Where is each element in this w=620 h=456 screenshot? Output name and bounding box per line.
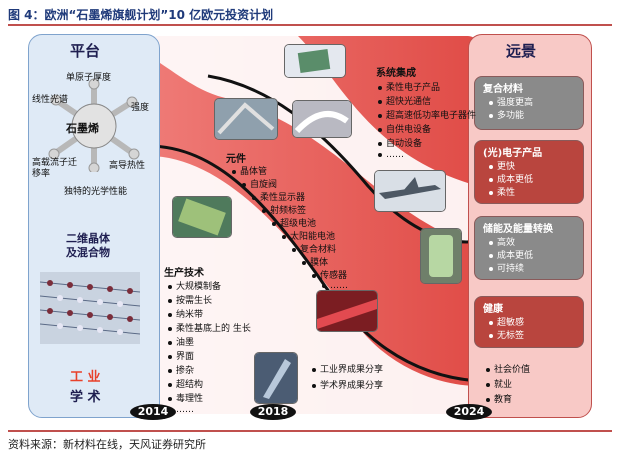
property-linear-spectrum: 线性光谱	[32, 95, 69, 105]
industry-label: 工 业	[70, 370, 101, 385]
system-integration-item: 超快光通信	[378, 94, 431, 107]
vision-box-composites: 复合材料 强度更高 多功能	[474, 76, 584, 130]
component-item: 膜体	[302, 255, 328, 268]
vision-item: 无标签	[475, 330, 583, 343]
year-2024: 2024	[446, 404, 492, 420]
property-mobility: 高载流子迁移率	[32, 158, 78, 179]
production-item: 大规模制备	[168, 279, 221, 292]
production-item: 纳米带	[168, 307, 203, 320]
component-item: 复合材料	[292, 242, 336, 255]
property-thermal: 高导热性	[109, 161, 146, 171]
property-optical: 独特的光学性能	[64, 187, 128, 197]
flexible-phone-image	[420, 228, 462, 284]
vision-item: 超敏感	[475, 317, 583, 330]
component-item: 超级电池	[272, 216, 316, 229]
footer-rule	[8, 430, 612, 432]
component-item: 射频标签	[262, 203, 306, 216]
system-integration-item: 超高速低功率电子器件	[378, 108, 476, 121]
vision-box-energy: 储能及能量转换 高效 成本更低 可持续	[474, 216, 584, 280]
production-item: 毒理性	[168, 391, 203, 404]
component-item: ……	[322, 281, 348, 291]
production-title: 生产技术	[164, 268, 204, 279]
vision-box-title: (光)电子产品	[483, 148, 543, 159]
component-item: 晶体管	[232, 164, 267, 177]
graphene-hub-diagram	[48, 78, 140, 172]
timeline-curve-lower	[148, 144, 478, 383]
system-integration-item: 自供电设备	[378, 122, 431, 135]
vision-box-title: 复合材料	[483, 84, 523, 95]
component-item: 传感器	[312, 268, 347, 281]
property-strength: 强度	[131, 103, 150, 113]
production-item: 柔性基底上的 生长	[168, 321, 251, 334]
vision-item: 成本更低	[475, 250, 583, 263]
title-rule	[8, 24, 612, 26]
circuit-chip-image	[284, 44, 346, 78]
production-item: 按需生长	[168, 293, 212, 306]
vision-box-electronics: (光)电子产品 更快 成本更低 柔性	[474, 140, 584, 204]
vision-item: 可持续	[475, 263, 583, 276]
vision-box-health: 健康 超敏感 无标签	[474, 296, 584, 348]
figure-title: 图 4：欧洲“石墨烯旗舰计划”10 亿欧元投资计划	[8, 8, 274, 22]
source-note: 资料来源：新材料在线，天风证券研究所	[8, 438, 206, 451]
red-panel-image	[316, 290, 378, 332]
vision-item: 强度更高	[475, 97, 583, 110]
education-item: 教育	[486, 392, 512, 405]
components-title: 元件	[226, 154, 246, 165]
two-d-crystals-label: 二维晶体 及混合物	[66, 232, 110, 259]
production-item: 界面	[168, 349, 194, 362]
vision-box-title: 健康	[483, 304, 503, 315]
employment-item: 就业	[486, 377, 512, 390]
vision-item: 高效	[475, 237, 583, 250]
system-integration-item: 柔性电子产品	[378, 80, 440, 93]
year-2014: 2014	[130, 404, 176, 420]
component-item: 柔性显示器	[252, 190, 305, 203]
system-integration-item: ……	[378, 150, 404, 160]
social-value-item: 社会价值	[486, 362, 530, 375]
property-single-atom: 单原子厚度	[66, 73, 112, 83]
vision-item: 更快	[475, 161, 583, 174]
aircraft-image	[374, 170, 446, 212]
vision-item: 多功能	[475, 110, 583, 123]
academia-label: 学 术	[70, 390, 101, 405]
flexible-film-image	[292, 100, 352, 138]
academia-sharing-item: 学术界成果分享	[312, 378, 383, 391]
vision-box-title: 储能及能量转换	[483, 224, 553, 235]
production-item: 超结构	[168, 377, 203, 390]
structure-image	[214, 98, 278, 140]
left-panel-header: 平台	[70, 42, 101, 60]
production-item: 油墨	[168, 335, 194, 348]
hub-label: 石墨烯	[66, 122, 99, 135]
system-integration-item: 自动设备	[378, 136, 422, 149]
vision-item: 柔性	[475, 187, 583, 200]
system-integration-title: 系统集成	[376, 68, 416, 79]
component-item: 自旋阀	[242, 177, 277, 190]
right-panel-header: 远景	[506, 42, 537, 60]
hub-circle	[71, 103, 117, 149]
year-2018: 2018	[250, 404, 296, 420]
production-item: 掺杂	[168, 363, 194, 376]
blade-image	[254, 352, 298, 404]
vision-item: 成本更低	[475, 174, 583, 187]
industry-sharing-item: 工业界成果分享	[312, 362, 383, 375]
crystal-lattice-image	[40, 272, 140, 344]
flexible-circuit-image	[172, 196, 232, 238]
component-item: 太阳能电池	[282, 229, 335, 242]
